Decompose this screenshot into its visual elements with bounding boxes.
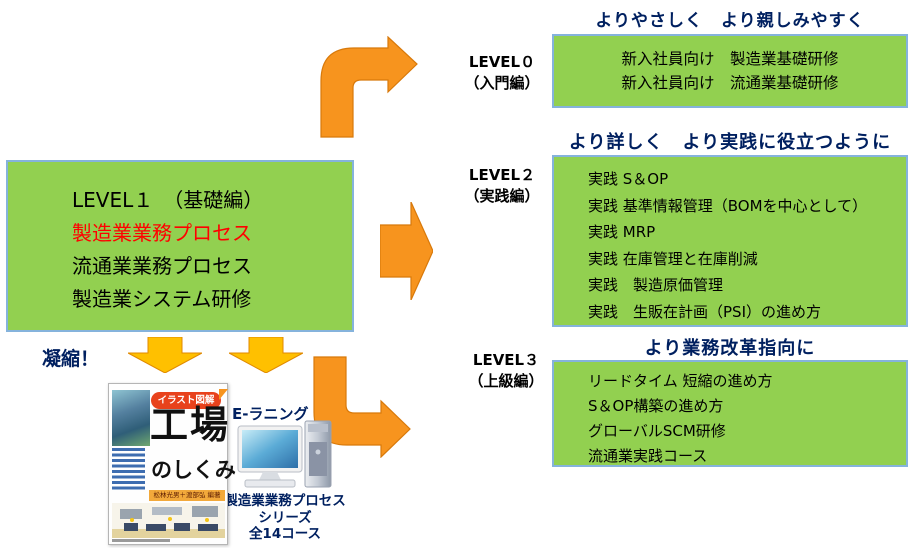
level1-item-distribution-process: 流通業業務プロセス xyxy=(72,254,252,278)
level2-item: 実践 生販在計画（PSI）の進め方 xyxy=(588,302,821,321)
book-publisher-line xyxy=(112,539,170,542)
level3-label-line1: LEVEL３ xyxy=(472,351,540,369)
book-title-sub: のしくみ xyxy=(151,458,236,482)
condense-label: 凝縮！ xyxy=(42,348,100,370)
level2-item: 実践 製造原価管理 xyxy=(588,276,724,294)
level0-item: 新入社員向け 製造業基礎研修 xyxy=(621,50,839,68)
level3-item: グローバルSCM研修 xyxy=(588,422,726,440)
book-authors: 松林光男＋渡部弘 編著 xyxy=(149,490,225,501)
level3-label: LEVEL３ （上級編） xyxy=(450,350,562,392)
level0-item: 新入社員向け 流通業基礎研修 xyxy=(621,74,839,92)
book-chapter-list xyxy=(112,448,145,490)
level2-item: 実践 基準情報管理（BOMを中心として） xyxy=(588,196,868,215)
block-arrow-down-icon xyxy=(128,337,202,373)
level0-label-line1: LEVEL０ xyxy=(468,53,536,71)
level1-title: LEVEL１ （基礎編） xyxy=(72,188,264,212)
level3-item: 流通業実践コース xyxy=(588,447,708,465)
level2-item: 実践 MRP xyxy=(588,223,656,241)
header-level0: よりやさしく より親しみやすく xyxy=(595,11,865,31)
level3-box: リードタイム 短縮の進め方 S＆OP構築の進め方 グローバルSCM研修 流通業実… xyxy=(552,360,908,467)
level2-label-line2: （実践編） xyxy=(464,187,540,205)
book-factory-illustration xyxy=(112,503,225,538)
header-level2: より詳しく より実践に役立つように xyxy=(568,132,892,153)
level3-item: S＆OP構築の進め方 xyxy=(588,397,724,415)
curved-arrow-up-right-icon xyxy=(320,36,418,138)
level1-item-system-training: 製造業システム研修 xyxy=(72,287,252,311)
level2-item: 実践 S＆OP xyxy=(588,170,669,188)
block-arrow-down-icon xyxy=(229,337,303,373)
level1-item-manufacturing-process: 製造業業務プロセス xyxy=(72,221,252,245)
level2-box: 実践 S＆OP 実践 基準情報管理（BOMを中心として） 実践 MRP 実践 在… xyxy=(552,155,908,327)
book-photo-thumbnail xyxy=(112,390,150,446)
level0-label: LEVEL０ （入門編） xyxy=(448,52,556,94)
series-caption: 製造業業務プロセス シリーズ 全14コース xyxy=(220,493,350,543)
book-cover-image: イラスト図解 工場 のしくみ 松林光男＋渡部弘 編著 xyxy=(108,383,236,545)
block-arrow-right-icon xyxy=(380,202,433,300)
book-banner: イラスト図解 xyxy=(151,392,221,409)
level2-label: LEVEL２ （実践編） xyxy=(448,165,556,207)
level0-label-line2: （入門編） xyxy=(464,74,540,92)
level3-item: リードタイム 短縮の進め方 xyxy=(588,372,773,390)
book-title-main: 工場 xyxy=(150,403,231,447)
book-banner-fold xyxy=(219,389,228,400)
header-level3: より業務改革指向に xyxy=(644,338,816,359)
level2-item: 実践 在庫管理と在庫削減 xyxy=(588,249,758,268)
level0-box: 新入社員向け 製造業基礎研修 新入社員向け 流通業基礎研修 xyxy=(552,34,908,108)
level3-label-line2: （上級編） xyxy=(468,372,544,390)
level1-box: LEVEL１ （基礎編） 製造業業務プロセス 流通業業務プロセス 製造業システム… xyxy=(6,160,354,332)
elearning-label: E-ラニング xyxy=(232,405,309,423)
series-caption-line1: 製造業業務プロセス xyxy=(224,493,346,509)
desktop-computer-icon xyxy=(237,420,332,488)
level2-label-line1: LEVEL２ xyxy=(468,166,536,184)
series-caption-line2: シリーズ xyxy=(258,509,312,526)
series-caption-line3: 全14コース xyxy=(248,526,322,542)
